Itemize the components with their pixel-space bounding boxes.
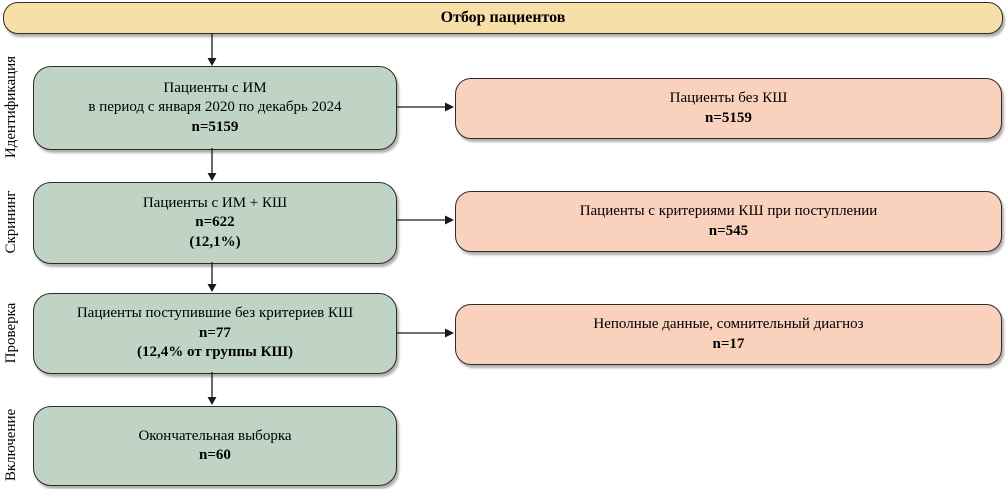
arrow-right-row1-icon	[396, 102, 454, 112]
arrow-down-row2-to-row3-icon	[207, 262, 217, 292]
exclusion-box-ksh-criteria: Пациенты с критериями КШ при поступлении…	[455, 191, 1002, 252]
side-label-screening: Скрининг	[2, 190, 19, 254]
arrow-down-row3-to-row4-icon	[207, 372, 217, 405]
side-label-verification: Проверка	[2, 302, 19, 364]
side-label-inclusion: Включение	[2, 408, 19, 482]
arrow-down-header-to-row1-icon	[207, 34, 217, 66]
arrow-down-row1-to-row2-icon	[207, 148, 217, 181]
side-label-identification: Идентификация	[2, 55, 19, 159]
page-title: Отбор пациентов	[440, 8, 566, 26]
header-box: Отбор пациентов	[3, 2, 1003, 34]
arrow-right-row2-icon	[396, 215, 454, 225]
arrow-right-row3-icon	[396, 328, 454, 338]
